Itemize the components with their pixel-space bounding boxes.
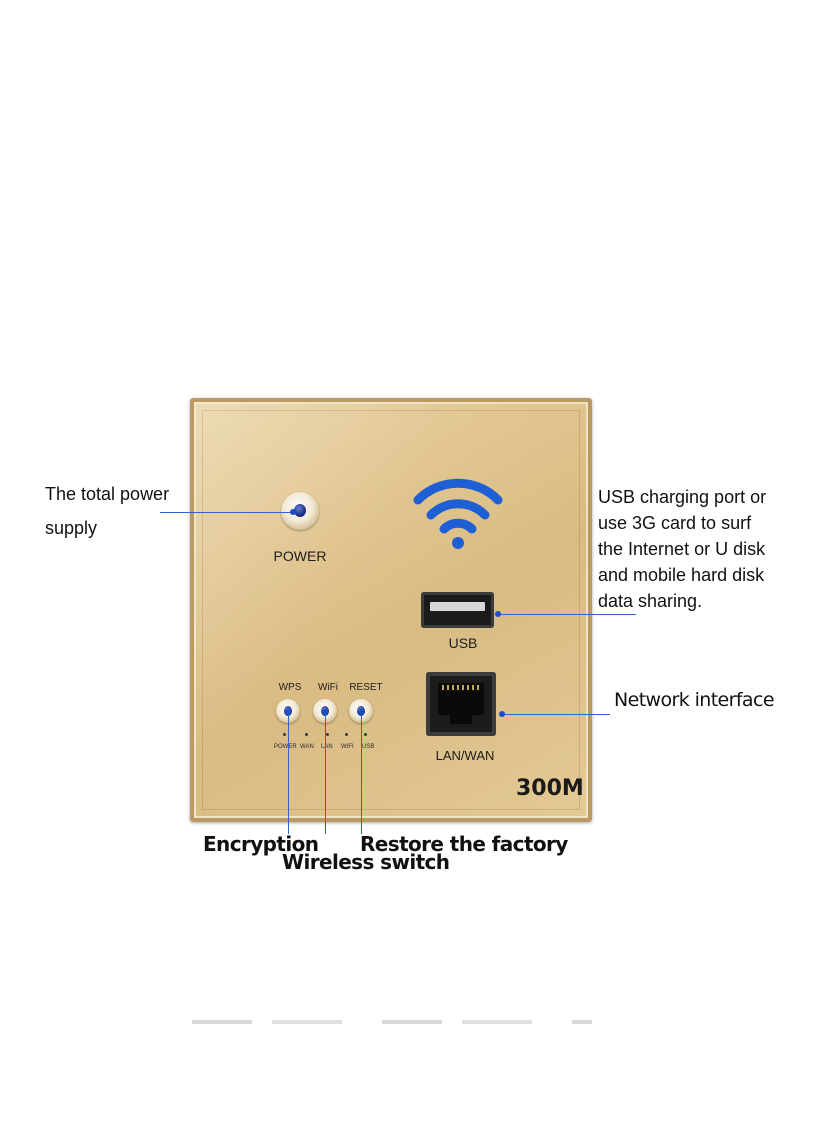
wps-label: WPS [278,682,302,693]
leader-encryption [288,712,289,834]
callout-restore: Restore the factory [360,832,568,856]
leader-restore-dot [358,709,364,715]
callout-usb-line3: the Internet or U disk [598,539,766,559]
indicator-wan: WAN [300,744,314,750]
power-button-icon[interactable] [281,492,319,530]
usb-port-tongue [430,602,485,611]
led-wifi [345,733,348,736]
callout-usb-line1: USB charging port or [598,487,767,507]
leader-usb [498,614,636,615]
indicator-power: POWER [274,744,297,750]
reset-label: RESET [349,682,383,693]
rj45-pins [442,685,480,690]
leader-power [160,512,292,513]
leader-network [503,714,610,715]
callout-wireless: Wireless switch [282,850,450,874]
rj45-notch [450,715,472,724]
usb-label: USB [448,635,478,651]
callout-power-line2: supply [45,518,98,538]
indicator-usb: USB [362,744,375,750]
usb-port-icon[interactable] [421,592,494,628]
bottom-strip [192,1020,592,1024]
wifi-icon [413,478,503,549]
callout-encryption: Encryption [203,832,319,856]
rj45-port-icon[interactable] [426,672,496,736]
leader-usb-dot [495,611,501,617]
led-usb [364,733,367,736]
led-power [283,733,286,736]
callout-network: Network interface [614,689,775,711]
callout-usb-line4: and mobile hard disk [598,565,765,585]
model-label: 300M [516,776,584,801]
callout-power-line1: The total power [45,484,170,504]
leader-restore [361,712,362,834]
leader-network-dot [499,711,505,717]
lan-wan-label: LAN/WAN [435,748,495,763]
led-lan [326,733,329,736]
leader-wireless [325,712,326,834]
led-wan [305,733,308,736]
indicator-wifi: WIFI [341,744,354,750]
power-label: POWER [273,548,327,564]
leader-wireless-dot [322,709,328,715]
wall-router-panel [190,398,592,822]
panel-bevel [202,410,580,810]
leader-power-dot [290,509,296,515]
callout-usb-line2: use 3G card to surf [598,513,752,533]
callout-usb-line5: data sharing. [598,591,703,611]
indicator-lan: LAN [321,744,333,750]
wifi-label: WiFi [318,682,338,693]
leader-encryption-dot [285,709,291,715]
